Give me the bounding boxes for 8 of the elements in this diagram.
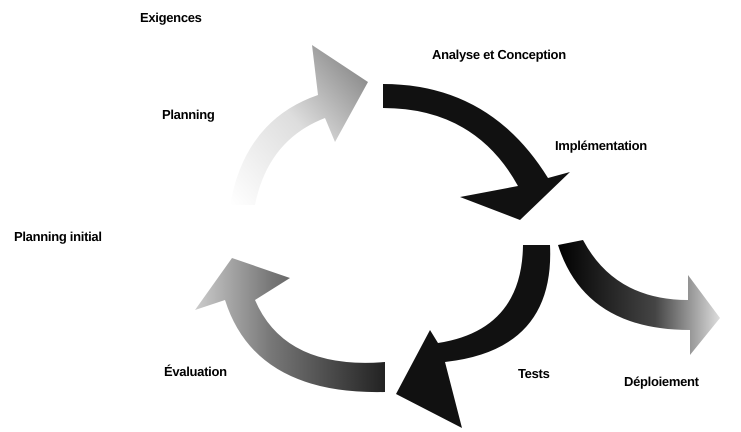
step-label: Planning initial — [14, 229, 102, 244]
step-label: Analyse et Conception — [432, 47, 566, 62]
step-label: Évaluation — [164, 364, 227, 379]
step-label: Déploiement — [624, 374, 699, 389]
step-label: Implémentation — [555, 138, 647, 153]
step-label: Planning — [162, 107, 214, 122]
step-label: Exigences — [140, 10, 202, 25]
step-label: Tests — [518, 366, 550, 381]
